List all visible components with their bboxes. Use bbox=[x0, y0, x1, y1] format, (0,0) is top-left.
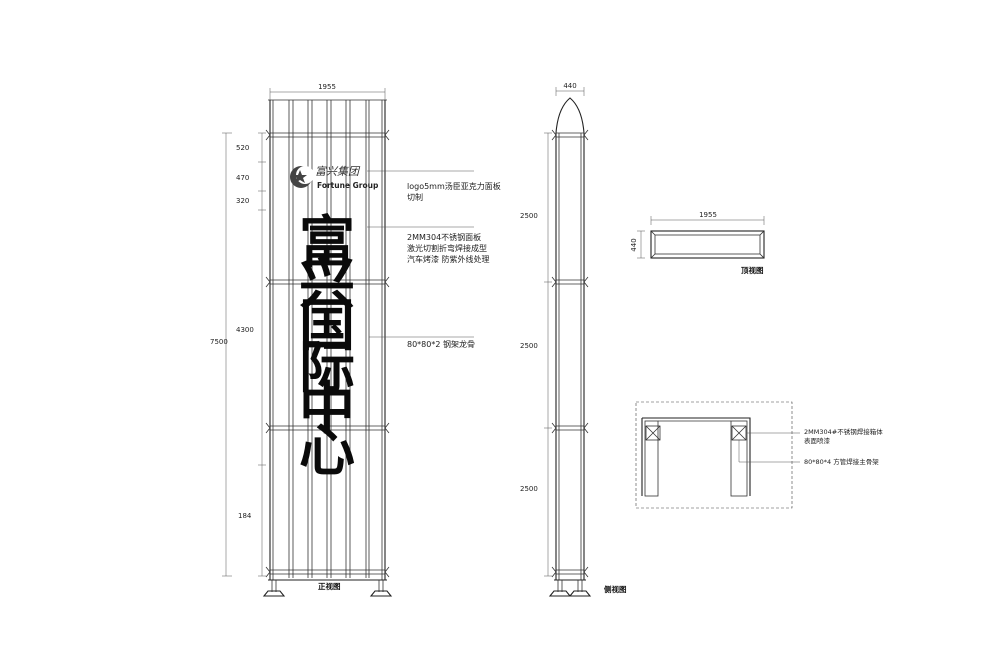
front-dim-470: 470 bbox=[236, 174, 249, 182]
side-width-label: 440 bbox=[563, 82, 576, 90]
sign-char-6: 心 bbox=[299, 419, 355, 484]
front-width-label: 1955 bbox=[318, 83, 336, 91]
side-dim-3: 2500 bbox=[520, 485, 538, 493]
detail-note-box-line1: 2MM304#不锈钢焊接箱体 bbox=[804, 427, 883, 436]
note-panel-line1: 2MM304不锈钢面板 bbox=[407, 232, 481, 242]
note-logo-line1: logo5mm汤臣亚克力面板 bbox=[407, 181, 501, 191]
sign-char-1: 富 bbox=[299, 211, 355, 276]
front-view: 1955 bbox=[210, 83, 501, 597]
front-joint-brackets bbox=[265, 129, 390, 578]
top-width-dimension: 1955 bbox=[650, 211, 765, 225]
note-frame-line1: 80*80*2 钢架龙骨 bbox=[407, 339, 475, 349]
logo-chinese-name: 富兴集团 bbox=[315, 165, 361, 178]
front-dim-320: 320 bbox=[236, 197, 249, 205]
front-total-height-dimension: 7500 bbox=[210, 132, 232, 577]
detail-note-box-line2: 表面喷漆 bbox=[804, 436, 831, 445]
note-logo-line2: 切制 bbox=[407, 192, 423, 202]
top-width-label: 1955 bbox=[699, 211, 717, 219]
top-depth-dimension: 440 bbox=[630, 230, 645, 259]
front-dim-184: 184 bbox=[238, 512, 252, 520]
sign-char-5: 中 bbox=[299, 377, 355, 442]
logo-english-name: Fortune Group bbox=[317, 181, 379, 190]
sign-title-vertical: 富 兴 国 际 中 心 bbox=[299, 211, 355, 484]
front-view-caption: 正视图 bbox=[318, 581, 341, 591]
side-base-feet bbox=[548, 580, 592, 597]
front-vertical-bars bbox=[269, 100, 386, 580]
side-view-caption: 侧视图 bbox=[604, 584, 627, 594]
front-segment-dimensions: 520 470 320 4300 184 bbox=[236, 132, 266, 577]
detail-note-tube: 80*80*4 方管焊接主骨架 bbox=[804, 457, 879, 466]
star-crescent-icon bbox=[290, 166, 314, 188]
side-dim-2: 2500 bbox=[520, 342, 538, 350]
front-base-feet bbox=[262, 580, 393, 597]
base-detail: 2MM304#不锈钢焊接箱体 表面喷漆 80*80*4 方管焊接主骨架 bbox=[635, 401, 883, 509]
side-segment-dimensions: 2500 2500 2500 bbox=[520, 132, 552, 577]
sign-char-4: 际 bbox=[299, 336, 355, 401]
side-width-dimension: 440 bbox=[555, 82, 585, 96]
sign-char-3: 国 bbox=[299, 294, 355, 359]
front-annotations: logo5mm汤臣亚克力面板 切制 2MM304不锈钢面板 激光切割折弯焊接成型… bbox=[367, 170, 501, 349]
top-view: 1955 440 顶视图 bbox=[630, 211, 765, 275]
note-panel-line2: 激光切割折弯焊接成型 bbox=[407, 243, 487, 253]
front-dim-520: 520 bbox=[236, 144, 249, 152]
fortune-group-logo: 富兴集团 Fortune Group bbox=[290, 165, 379, 190]
side-dim-1: 2500 bbox=[520, 212, 538, 220]
detail-tube-left bbox=[645, 425, 661, 441]
side-horizontal-rails bbox=[551, 129, 589, 581]
top-view-caption: 顶视图 bbox=[741, 265, 764, 275]
side-view: 440 bbox=[520, 82, 627, 597]
note-panel-line3: 汽车烤漆 防紫外线处理 bbox=[407, 254, 490, 264]
front-dim-4300: 4300 bbox=[236, 326, 254, 334]
sign-char-2: 兴 bbox=[299, 253, 355, 318]
front-horizontal-rails bbox=[268, 132, 387, 581]
front-total-height-label: 7500 bbox=[210, 338, 228, 346]
top-depth-label: 440 bbox=[630, 238, 638, 251]
detail-tube-right bbox=[731, 425, 747, 441]
front-width-dimension: 1955 bbox=[269, 83, 386, 100]
